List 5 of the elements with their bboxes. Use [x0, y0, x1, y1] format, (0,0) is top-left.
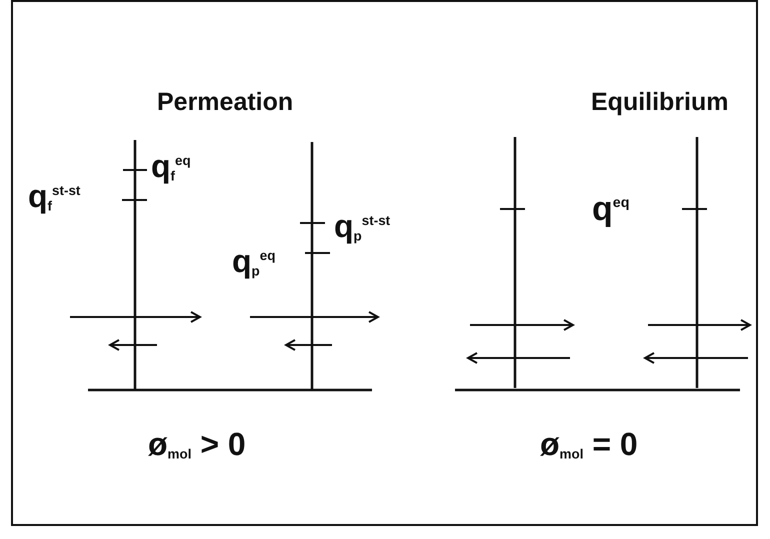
equation-label: ø$_{mol}$ > 0 [148, 428, 246, 461]
panel-heading: Equilibrium [591, 90, 728, 115]
symbol-label: q$^{eq}$ [592, 192, 630, 226]
equation-label: ø$_{mol}$ = 0 [540, 428, 638, 461]
panel-heading: Permeation [157, 90, 294, 115]
